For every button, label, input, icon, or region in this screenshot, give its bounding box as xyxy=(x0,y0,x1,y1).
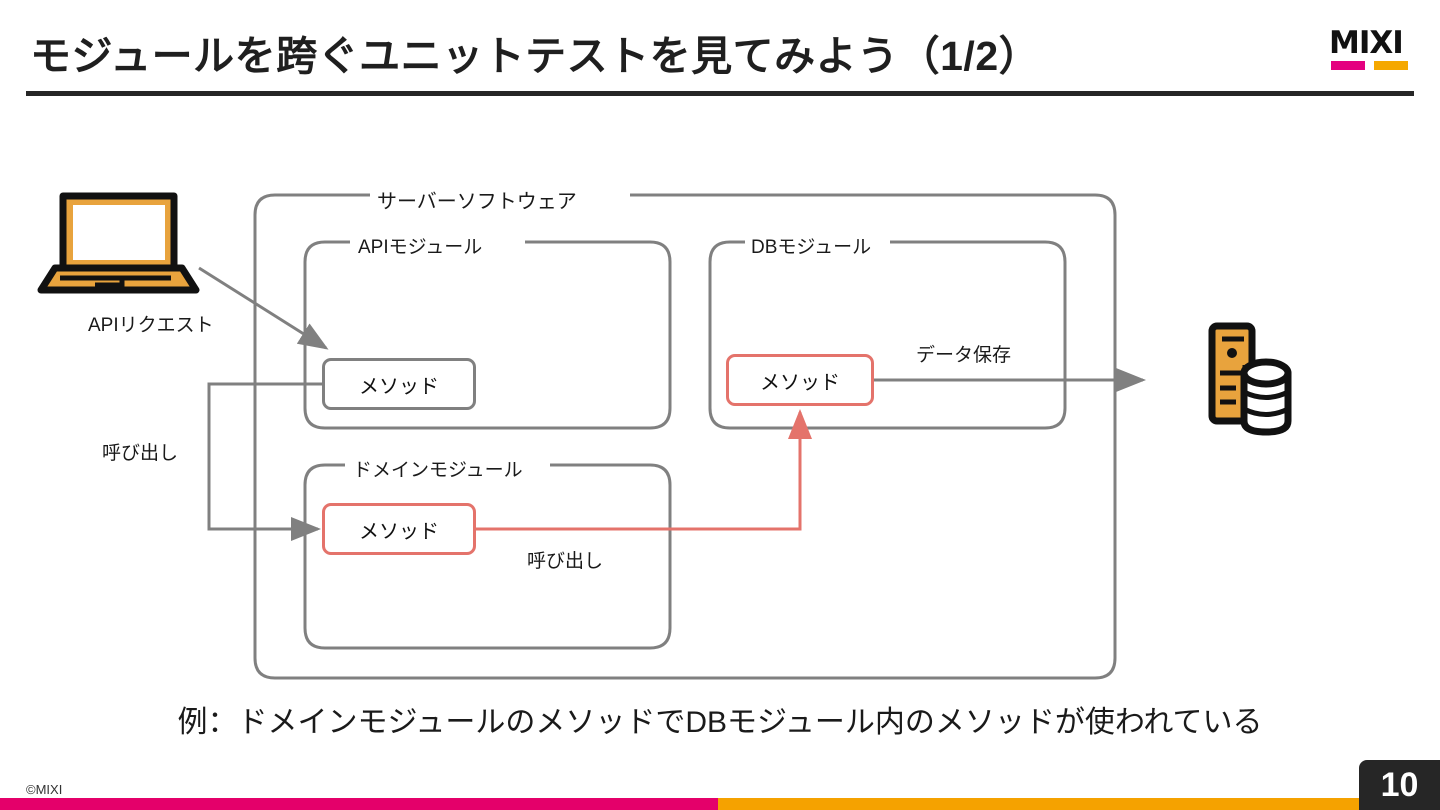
label-call-middle: 呼び出し xyxy=(527,551,604,572)
title-divider xyxy=(26,91,1414,96)
label-data-save: データ保存 xyxy=(916,345,1012,366)
mixi-wordmark: MIXI xyxy=(1329,25,1404,61)
label-api-request: APIリクエスト xyxy=(88,315,214,336)
api-module-border-main xyxy=(303,240,672,430)
domain-module-border-topleft xyxy=(303,463,345,512)
label-domain-module: ドメインモジュール xyxy=(353,460,523,481)
laptop-icon xyxy=(37,192,200,294)
arrow-api-request xyxy=(198,266,329,350)
box-api-method[interactable]: メソッド xyxy=(322,358,476,410)
page-number-badge: 10 xyxy=(1359,760,1440,810)
page-title: モジュールを跨ぐユニットテストを見てみよう（1/2） xyxy=(30,33,1041,79)
label-db-module: DBモジュール xyxy=(751,237,872,258)
label-server-container: サーバーソフトウェア xyxy=(377,191,577,213)
mixi-logo-bars xyxy=(1331,61,1411,70)
connector-domain-to-db xyxy=(476,409,812,531)
slide-caption: 例：ドメインモジュールのメソッドでDBモジュール内のメソッドが使われている xyxy=(177,706,1263,739)
mixi-logo: MIXI xyxy=(1329,28,1415,72)
server-container-border-main xyxy=(253,193,1117,680)
label-api-module: APIモジュール xyxy=(358,237,483,258)
footer-bar-orange xyxy=(718,798,1440,810)
label-call-left: 呼び出し xyxy=(102,443,179,464)
server-database-icon xyxy=(1208,322,1292,436)
mixi-logo-bar-pink xyxy=(1331,61,1365,70)
footer-bar-pink xyxy=(0,798,718,810)
mixi-logo-bar-orange xyxy=(1374,61,1408,70)
db-module-border-topleft xyxy=(708,240,745,290)
db-module-border-main xyxy=(708,240,1067,430)
connector-api-to-domain xyxy=(207,382,322,541)
box-db-method[interactable]: メソッド xyxy=(726,354,874,406)
architecture-diagram xyxy=(37,192,1292,680)
copyright-notice: ©MIXI xyxy=(26,782,63,797)
domain-module-border-main xyxy=(303,463,672,650)
api-module-border-topleft xyxy=(303,240,350,290)
box-domain-method[interactable]: メソッド xyxy=(322,503,476,555)
server-container-border-topleft xyxy=(253,193,370,270)
